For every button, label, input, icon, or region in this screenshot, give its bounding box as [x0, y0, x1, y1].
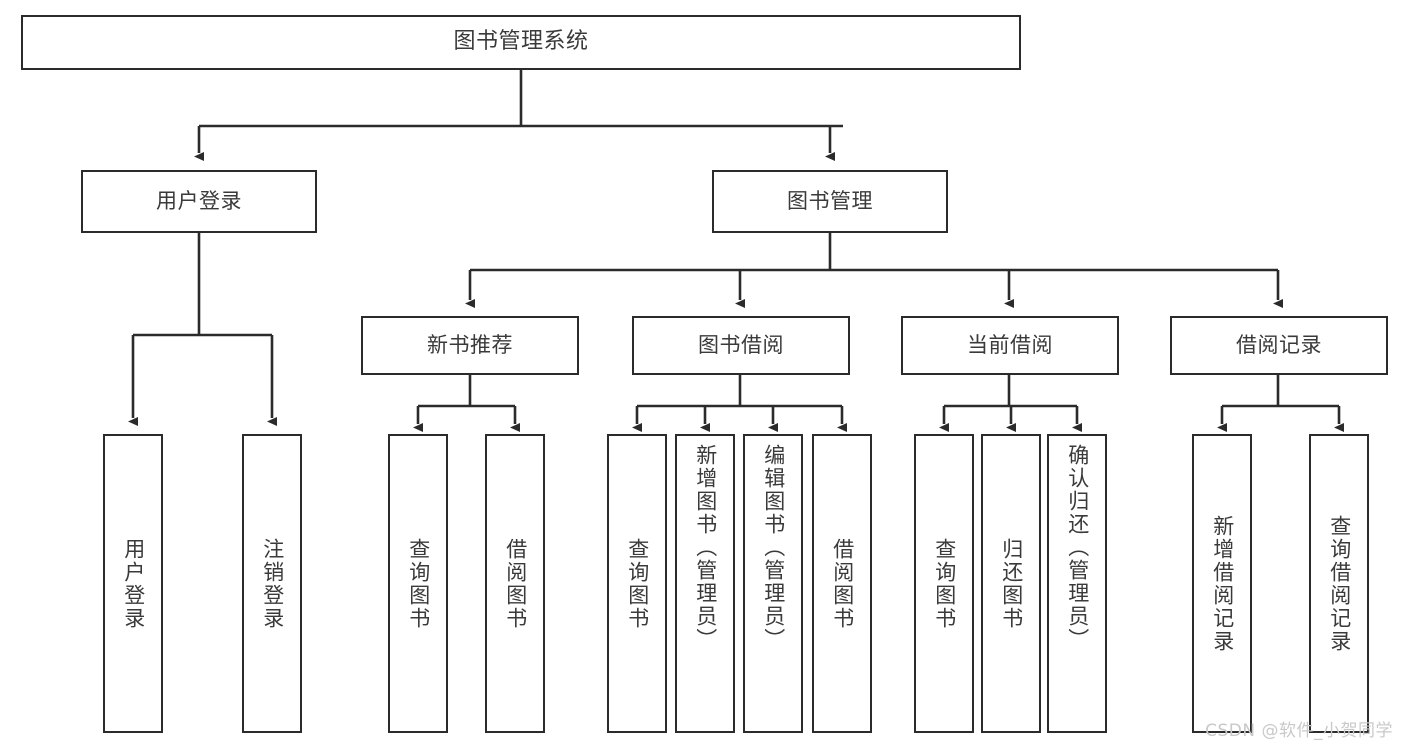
node-label: 查询图书 — [406, 537, 431, 630]
node-label: 查询图书 — [932, 537, 957, 630]
node-label: 归还图书 — [999, 537, 1024, 630]
node-label: 借阅记录 — [1236, 332, 1322, 357]
leaf-book-borrow-add-book-admin[interactable]: 新增图书（管理员） — [675, 434, 735, 733]
node-label: 新书推荐 — [427, 332, 513, 357]
node-label: 注销登录 — [260, 537, 285, 630]
node-label: 新增借阅记录 — [1210, 514, 1235, 653]
leaf-book-borrow-edit-book-admin[interactable]: 编辑图书（管理员） — [743, 434, 803, 733]
node-label: 用户登录 — [121, 537, 146, 630]
leaf-new-book-query-books[interactable]: 查询图书 — [388, 434, 448, 733]
node-book-borrow[interactable]: 图书借阅 — [632, 316, 850, 375]
csdn-watermark: CSDN @软件_小贺同学 — [1205, 721, 1393, 741]
leaf-new-book-borrow-books[interactable]: 借阅图书 — [485, 434, 545, 733]
node-label: 确认归还（管理员） — [1065, 444, 1090, 651]
node-label: 借阅图书 — [503, 537, 528, 630]
node-user-login[interactable]: 用户登录 — [81, 170, 317, 233]
leaf-borrow-record-add-record[interactable]: 新增借阅记录 — [1192, 434, 1252, 733]
node-label: 借阅图书 — [830, 537, 855, 630]
leaf-current-borrow-confirm-return-admin[interactable]: 确认归还（管理员） — [1047, 434, 1107, 733]
leaf-current-borrow-return-books[interactable]: 归还图书 — [981, 434, 1041, 733]
node-borrow-record[interactable]: 借阅记录 — [1170, 316, 1388, 375]
leaf-book-borrow-query-books[interactable]: 查询图书 — [607, 434, 667, 733]
node-label: 用户登录 — [156, 188, 242, 213]
node-label: 新增图书（管理员） — [693, 444, 718, 651]
leaf-current-borrow-query-books[interactable]: 查询图书 — [914, 434, 974, 733]
node-label: 查询借阅记录 — [1327, 514, 1352, 653]
node-label: 编辑图书（管理员） — [761, 444, 786, 651]
node-label: 图书管理系统 — [453, 29, 589, 55]
node-book-management[interactable]: 图书管理 — [712, 170, 948, 233]
leaf-user-login-signout[interactable]: 注销登录 — [242, 434, 302, 733]
leaf-user-login-signin[interactable]: 用户登录 — [103, 434, 163, 733]
node-label: 图书借阅 — [698, 332, 784, 357]
node-root-book-management-system[interactable]: 图书管理系统 — [21, 15, 1021, 70]
node-current-borrow[interactable]: 当前借阅 — [901, 316, 1119, 375]
node-label: 查询图书 — [625, 537, 650, 630]
node-new-book-recommend[interactable]: 新书推荐 — [361, 316, 579, 375]
leaf-borrow-record-query-record[interactable]: 查询借阅记录 — [1309, 434, 1369, 733]
node-label: 图书管理 — [787, 188, 873, 213]
node-label: 当前借阅 — [967, 332, 1053, 357]
leaf-book-borrow-borrow-books[interactable]: 借阅图书 — [812, 434, 872, 733]
